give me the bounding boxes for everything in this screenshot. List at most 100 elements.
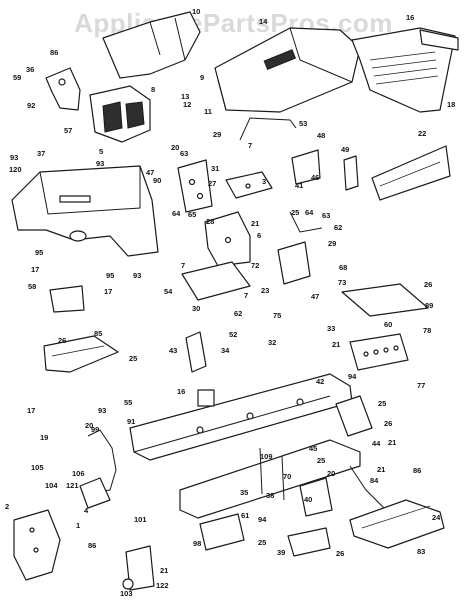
callout-17-b: 17 <box>104 287 112 296</box>
part-grille <box>351 27 459 113</box>
callout-20-b: 20 <box>85 421 93 430</box>
callout-70: 70 <box>283 472 291 481</box>
callout-89: 89 <box>425 301 433 310</box>
callout-38: 38 <box>266 491 274 500</box>
callout-10: 10 <box>192 7 200 16</box>
callout-20-a: 20 <box>171 143 179 152</box>
part-support-plate <box>177 159 213 213</box>
callout-120: 120 <box>9 165 22 174</box>
part-bumper-plate <box>13 509 61 581</box>
part-battery-bracket <box>291 149 321 185</box>
callout-21-a: 21 <box>251 219 259 228</box>
part-mount-bracket-center <box>204 211 251 267</box>
callout-27: 27 <box>208 179 216 188</box>
callout-25-c: 25 <box>378 399 386 408</box>
callout-104: 104 <box>45 481 58 490</box>
callout-86-c: 86 <box>88 541 96 550</box>
callout-63: 63 <box>180 149 188 158</box>
callout-59: 59 <box>13 73 21 82</box>
part-dash-panel <box>89 85 151 143</box>
callout-21-b: 21 <box>332 340 340 349</box>
callout-33: 33 <box>327 324 335 333</box>
part-clip <box>343 155 359 191</box>
callout-19: 19 <box>40 433 48 442</box>
callout-77: 77 <box>417 381 425 390</box>
part-vertical-rods <box>259 447 285 501</box>
callout-42: 42 <box>316 377 324 386</box>
callout-22: 22 <box>418 129 426 138</box>
callout-72: 72 <box>251 261 259 270</box>
callout-40: 40 <box>304 495 312 504</box>
callout-5: 5 <box>99 147 103 156</box>
callout-21-d: 21 <box>377 465 385 474</box>
callout-25-a: 25 <box>291 208 299 217</box>
callout-64-b: 64 <box>305 208 314 217</box>
callout-9: 9 <box>200 73 204 82</box>
callout-83: 83 <box>417 547 425 556</box>
callout-93-b: 93 <box>96 159 104 168</box>
callout-47-b: 47 <box>311 292 319 301</box>
callout-86-b: 86 <box>413 466 421 475</box>
callout-26-d: 26 <box>336 549 344 558</box>
callout-109: 109 <box>260 452 273 461</box>
callout-52: 52 <box>229 330 237 339</box>
callout-17-c: 17 <box>27 406 35 415</box>
callout-95-a: 95 <box>35 248 43 257</box>
callout-62-a: 62 <box>334 223 342 232</box>
callout-25-b: 25 <box>129 354 137 363</box>
part-hood <box>214 27 361 113</box>
callout-46: 46 <box>311 173 319 182</box>
callout-90: 90 <box>153 176 161 185</box>
callout-25-d: 25 <box>317 456 325 465</box>
callout-16-b: 16 <box>177 387 185 396</box>
callout-94-a: 94 <box>348 372 357 381</box>
callout-47-a: 47 <box>146 168 154 177</box>
callout-25-e: 25 <box>258 538 266 547</box>
callout-39: 39 <box>277 548 285 557</box>
callout-37: 37 <box>37 149 45 158</box>
callout-2: 2 <box>5 502 9 511</box>
callout-55: 55 <box>124 398 132 407</box>
callout-93-a: 93 <box>10 153 18 162</box>
callout-65: 65 <box>188 210 196 219</box>
callout-8: 8 <box>151 85 155 94</box>
callout-121: 121 <box>66 481 79 490</box>
part-floor-plate <box>181 261 251 301</box>
callout-68: 68 <box>339 263 347 272</box>
callout-61: 61 <box>241 511 249 520</box>
part-clutch-bracket <box>299 465 385 517</box>
callout-32: 32 <box>268 338 276 347</box>
callout-101: 101 <box>134 515 147 524</box>
callout-26-a: 26 <box>424 280 432 289</box>
callout-24: 24 <box>432 513 441 522</box>
callout-99: 99 <box>91 425 99 434</box>
callout-13: 13 <box>181 92 189 101</box>
callout-53: 53 <box>299 119 307 128</box>
part-hitch-pin <box>122 545 155 591</box>
callout-105: 105 <box>31 463 44 472</box>
callout-73: 73 <box>338 278 346 287</box>
part-footrest-left <box>43 335 119 373</box>
callout-95-b: 95 <box>106 271 114 280</box>
callout-86: 86 <box>50 48 58 57</box>
callout-35: 35 <box>240 488 248 497</box>
callout-63-b: 63 <box>322 211 330 220</box>
callout-92: 92 <box>27 101 35 110</box>
callout-17-a: 17 <box>31 265 39 274</box>
callout-7-b: 7 <box>181 261 185 270</box>
callout-62-b: 62 <box>234 309 242 318</box>
callout-23: 23 <box>261 286 269 295</box>
part-support-bracket-top-left <box>45 67 81 111</box>
part-rod-bracket <box>79 429 117 509</box>
part-lower-frame <box>179 439 361 519</box>
part-footrest-strip <box>341 283 429 317</box>
part-square-bracket <box>197 389 215 407</box>
callout-64-a: 64 <box>172 209 181 218</box>
callout-18: 18 <box>447 100 455 109</box>
callout-78: 78 <box>423 326 431 335</box>
part-seat-spring-shield <box>102 11 201 79</box>
callout-49: 49 <box>341 145 349 154</box>
callout-93-d: 93 <box>98 406 106 415</box>
callout-54: 54 <box>164 287 173 296</box>
